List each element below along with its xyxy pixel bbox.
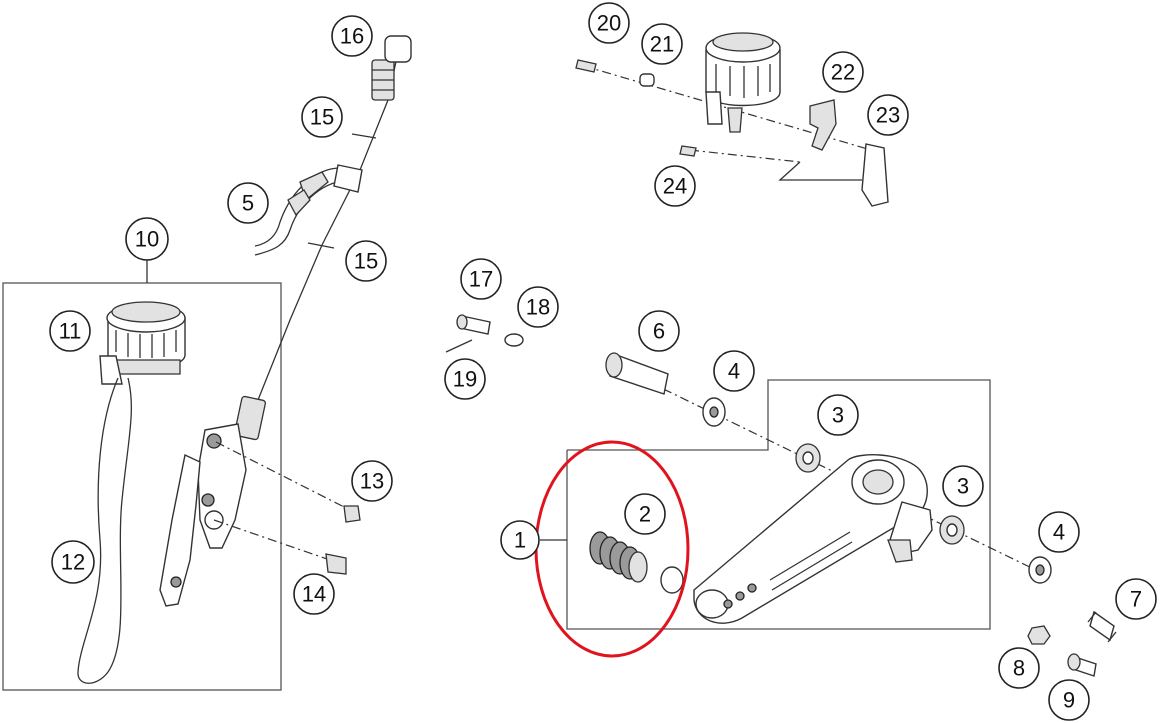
- svg-text:1: 1: [514, 528, 526, 553]
- svg-text:8: 8: [1013, 656, 1025, 681]
- svg-text:17: 17: [469, 267, 493, 292]
- svg-text:19: 19: [453, 367, 477, 392]
- svg-text:20: 20: [597, 11, 621, 36]
- brake-hose: [254, 179, 353, 256]
- washer-small: [504, 333, 524, 347]
- split-pin: [445, 339, 473, 353]
- callout-8: 8: [998, 647, 1040, 689]
- callout-5: 5: [227, 182, 269, 224]
- svg-text:21: 21: [650, 32, 674, 57]
- washer-top: [639, 73, 655, 87]
- mounting-bolt: [343, 505, 361, 523]
- callout-4-left: 4: [713, 350, 755, 392]
- svg-text:12: 12: [61, 550, 85, 575]
- svg-text:15: 15: [354, 249, 378, 274]
- svg-text:18: 18: [526, 295, 550, 320]
- return-spring: [589, 531, 648, 583]
- callout-9: 9: [1048, 679, 1090, 721]
- seal-ring-lower: [307, 242, 335, 249]
- callout-7: 7: [1115, 578, 1157, 620]
- svg-text:22: 22: [831, 60, 855, 85]
- callout-24: 24: [654, 165, 696, 207]
- seal-ring-upper: [351, 133, 377, 139]
- callout-20: 20: [588, 2, 630, 44]
- svg-text:3: 3: [832, 403, 844, 428]
- pedal-bushing: [660, 566, 684, 594]
- svg-text:13: 13: [360, 469, 384, 494]
- callout-19: 19: [444, 358, 486, 400]
- svg-text:6: 6: [653, 319, 665, 344]
- callout-14: 14: [293, 573, 335, 615]
- callout-16: 16: [331, 15, 373, 57]
- bolt-bottom: [679, 145, 697, 157]
- svg-text:23: 23: [876, 103, 900, 128]
- svg-text:10: 10: [135, 227, 159, 252]
- svg-text:3: 3: [957, 474, 969, 499]
- nut: [1027, 625, 1051, 645]
- callout-6: 6: [638, 310, 680, 352]
- callout-3-lower: 3: [942, 465, 984, 507]
- svg-text:4: 4: [1053, 520, 1065, 545]
- master-cylinder-group-frame: [2, 282, 282, 691]
- holder-plate: [861, 143, 889, 207]
- callout-3-upper: 3: [817, 394, 859, 436]
- svg-text:15: 15: [310, 105, 334, 130]
- banjo-fitting: [333, 164, 363, 193]
- callout-4-right: 4: [1038, 511, 1080, 553]
- brake-pedal: [693, 454, 933, 624]
- svg-text:4: 4: [728, 359, 740, 384]
- reservoir-hose: [77, 377, 132, 684]
- svg-text:9: 9: [1063, 688, 1075, 713]
- pedal-group-frame: [566, 379, 991, 630]
- brake-fluid-reservoir: [99, 301, 186, 385]
- callout-10: 10: [125, 217, 169, 261]
- svg-text:24: 24: [663, 174, 687, 199]
- brake-master-cylinder: [159, 395, 266, 607]
- callout-2: 2: [624, 493, 666, 535]
- callout-15-upper: 15: [301, 96, 343, 138]
- callout-1: 1: [500, 520, 540, 560]
- svg-text:5: 5: [242, 191, 254, 216]
- svg-text:11: 11: [59, 319, 82, 344]
- callout-23: 23: [867, 94, 909, 136]
- socket-bolt: [325, 553, 347, 575]
- callout-21: 21: [641, 23, 683, 65]
- reservoir-bracket: [809, 99, 837, 151]
- svg-text:2: 2: [639, 502, 651, 527]
- callout-17: 17: [460, 258, 502, 300]
- screw-top: [575, 59, 597, 73]
- callout-11: 11: [49, 310, 91, 352]
- rear-reservoir: [705, 32, 781, 133]
- svg-text:14: 14: [302, 582, 326, 607]
- callout-15-lower: 15: [345, 240, 387, 282]
- svg-text:16: 16: [340, 24, 364, 49]
- svg-text:7: 7: [1130, 587, 1142, 612]
- callout-12: 12: [51, 540, 95, 584]
- callout-13: 13: [351, 460, 393, 502]
- callout-22: 22: [822, 51, 864, 93]
- callout-18: 18: [517, 286, 559, 328]
- brake-light-switch: [1089, 610, 1115, 642]
